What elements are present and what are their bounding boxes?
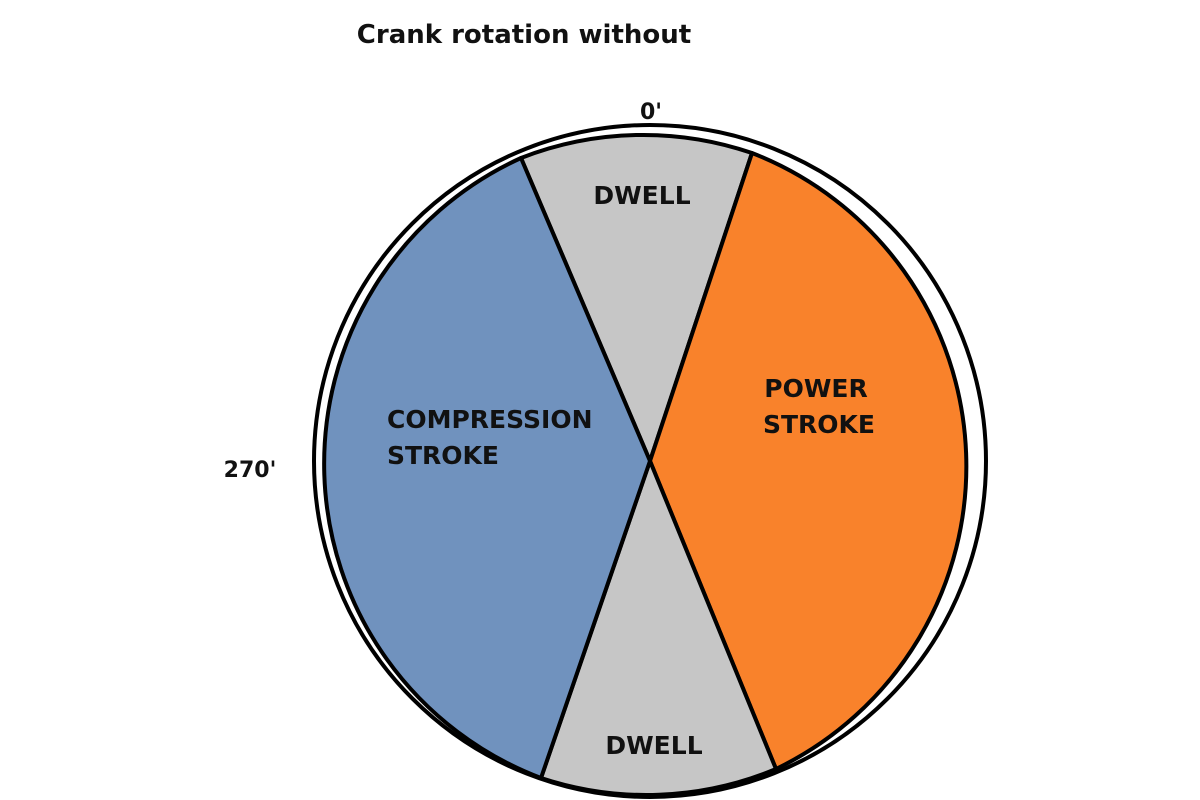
power-stroke-label-line1: POWER — [764, 374, 867, 403]
crank-circle-outline — [312, 123, 988, 799]
dwell-bottom-label: DWELL — [605, 731, 702, 760]
degree-label-270: 270' — [224, 458, 277, 483]
compression-stroke-label-line2: STROKE — [387, 441, 499, 470]
segment-dwell-top — [519, 133, 754, 463]
segment-compression-stroke — [322, 156, 652, 780]
degree-label-0: 0' — [640, 100, 662, 125]
diagram-title: Crank rotation without — [357, 20, 691, 50]
power-stroke-label-line2: STROKE — [763, 410, 875, 439]
compression-stroke-label-line1: COMPRESSION — [387, 405, 593, 434]
dwell-top-label: DWELL — [593, 181, 690, 210]
segment-power-stroke — [648, 151, 969, 771]
